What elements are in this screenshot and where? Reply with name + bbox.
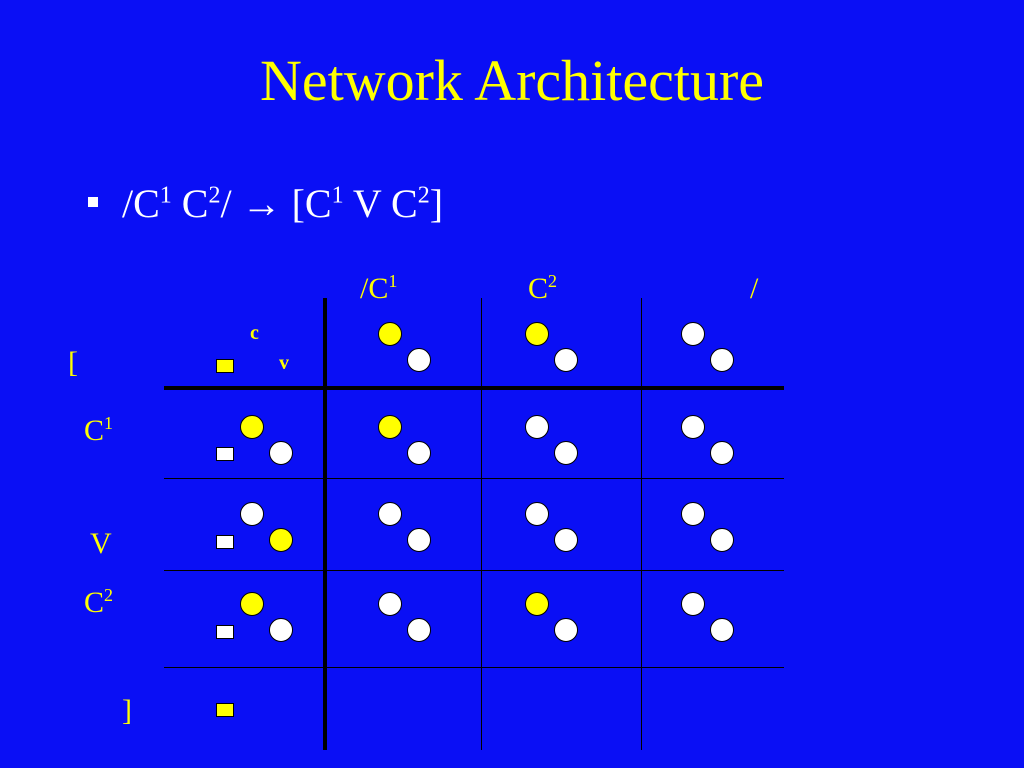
- c-unit-circle: [378, 502, 402, 526]
- grid-horizontal-line: [164, 667, 784, 668]
- right-arrow-icon: →: [241, 181, 282, 226]
- c-unit-circle: [681, 415, 705, 439]
- row-square: [216, 625, 234, 639]
- v-unit-circle: [269, 528, 293, 552]
- c-unit-circle: [681, 502, 705, 526]
- slide-title: Network Architecture: [259, 48, 765, 113]
- grid-vertical-main: [323, 298, 327, 750]
- c-unit-circle: [378, 592, 402, 616]
- column-header-3: /: [750, 272, 759, 305]
- boundary-square-end: [216, 703, 234, 717]
- bullet-icon: [88, 196, 98, 207]
- grid-horizontal-line: [164, 570, 784, 571]
- grid-vertical-line: [641, 298, 642, 750]
- c-unit-circle: [681, 592, 705, 616]
- v-unit-circle: [407, 348, 431, 372]
- column-header-1: /C1: [360, 271, 398, 305]
- grid-vertical-line: [481, 298, 482, 750]
- v-unit-circle: [269, 618, 293, 642]
- row-header-2: V: [90, 527, 112, 560]
- rule-text: /C1 C2/ → [C1 V C2]: [122, 181, 444, 226]
- v-unit-circle: [269, 441, 293, 465]
- v-unit-circle: [710, 348, 734, 372]
- c-unit-circle: [525, 592, 549, 616]
- v-unit-circle: [554, 348, 578, 372]
- v-unit-circle: [554, 618, 578, 642]
- grid-horizontal-line: [164, 478, 784, 479]
- c-unit-circle: [525, 502, 549, 526]
- v-unit-circle: [407, 528, 431, 552]
- c-unit-circle: [240, 502, 264, 526]
- c-unit-circle: [525, 322, 549, 346]
- rule-bullet: /C1 C2/ → [C1 V C2]: [88, 180, 443, 228]
- v-unit-circle: [407, 441, 431, 465]
- c-unit-circle: [378, 322, 402, 346]
- vowel-unit-label: v: [279, 352, 289, 374]
- v-unit-circle: [554, 528, 578, 552]
- consonant-unit-label: c: [250, 322, 259, 344]
- c-unit-circle: [378, 415, 402, 439]
- c-unit-circle: [681, 322, 705, 346]
- row-header-0: [: [68, 346, 78, 379]
- row-square: [216, 447, 234, 461]
- row-header-1: C1: [84, 413, 114, 447]
- row-square: [216, 535, 234, 549]
- column-header-2: C2: [528, 271, 558, 305]
- v-unit-circle: [710, 528, 734, 552]
- v-unit-circle: [710, 441, 734, 465]
- c-unit-circle: [525, 415, 549, 439]
- v-unit-circle: [407, 618, 431, 642]
- c-unit-circle: [240, 415, 264, 439]
- grid-horizontal-main: [164, 386, 784, 390]
- c-unit-circle: [240, 592, 264, 616]
- row-header-3: C2: [84, 585, 114, 619]
- row-header-4: ]: [122, 694, 132, 727]
- v-unit-circle: [710, 618, 734, 642]
- v-unit-circle: [554, 441, 578, 465]
- boundary-square-start: [216, 359, 234, 373]
